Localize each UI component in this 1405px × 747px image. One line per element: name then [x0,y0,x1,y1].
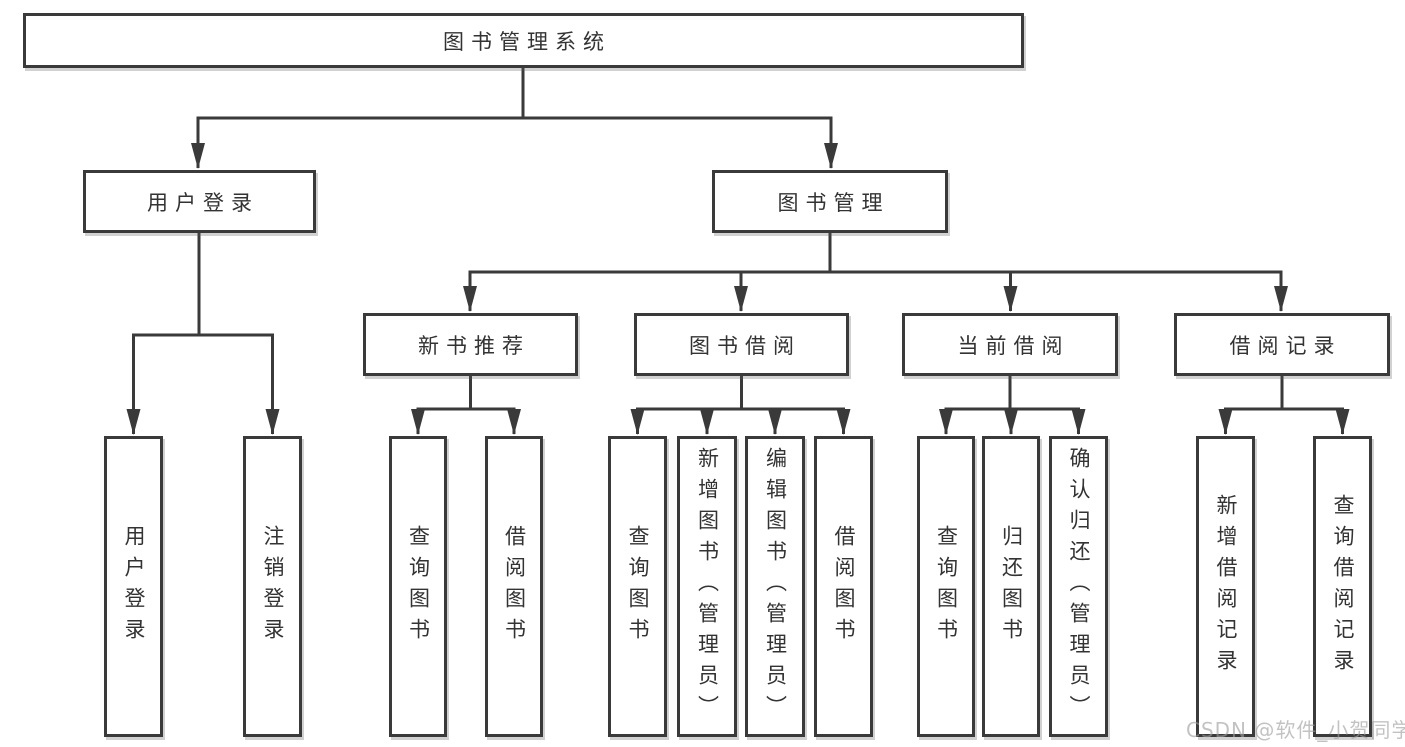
node-leaf-user-login: 用户登录 [104,436,163,737]
connector-arrows [126,130,1350,435]
connector-newbookrec-branch [416,376,516,414]
node-leaf-query-books-borrowing: 查询图书 [608,436,667,737]
node-label: 借阅图书 [832,524,856,649]
node-label: 当前借阅 [957,333,1070,358]
node-label: 借阅记录 [1229,333,1342,358]
node-leaf-query-books-recommend: 查询图书 [389,436,447,737]
node-leaf-return-books: 归还图书 [982,436,1040,737]
node-leaf-confirm-return-admin: 确认归还（管理员） [1049,436,1108,737]
node-label: 图书借阅 [689,333,801,358]
node-root-library-system: 图书管理系统 [23,13,1024,68]
connector-root-to-level2 [196,68,833,138]
node-label: 图书管理 [777,190,890,215]
node-label: 图书管理系统 [443,29,611,54]
node-label: 新增借阅记录 [1214,493,1238,680]
node-book-borrowing: 图书借阅 [634,313,849,376]
node-label: 新书推荐 [418,333,530,358]
node-leaf-borrow-books: 借阅图书 [814,436,873,737]
node-label: 借阅图书 [502,524,527,649]
node-leaf-add-borrow-record: 新增借阅记录 [1196,436,1255,737]
csdn-watermark: CSDN @软件_小贺同学 [1186,718,1405,742]
node-leaf-borrow-books-recommend: 借阅图书 [485,436,543,737]
node-current-borrowing: 当前借阅 [902,313,1118,376]
node-leaf-add-books-admin: 新增图书（管理员） [677,436,737,737]
node-label: 查询借阅记录 [1331,493,1355,680]
node-new-book-recommend: 新书推荐 [363,313,578,376]
node-book-management: 图书管理 [712,170,948,233]
node-label: 查询图书 [934,524,959,649]
node-label: 归还图书 [999,524,1024,649]
connector-borrowrecords-branch [1224,376,1344,414]
node-user-login: 用户登录 [83,170,316,233]
node-label: 编辑图书（管理员） [763,447,788,726]
connector-bookmgmt-branch [468,233,1283,284]
node-label: 查询图书 [626,524,650,649]
node-leaf-query-borrow-record: 查询借阅记录 [1313,436,1372,737]
node-label: 查询图书 [406,524,431,649]
node-label: 用户登录 [147,190,259,215]
node-borrowing-records: 借阅记录 [1174,313,1390,376]
node-label: 注销登录 [261,524,285,649]
node-leaf-logout: 注销登录 [243,436,302,737]
node-label: 新增图书（管理员） [695,447,720,726]
connector-bookborrow-branch [636,376,845,414]
connector-userlogin-branch [132,233,274,405]
connector-currentborrow-branch [944,376,1080,414]
node-leaf-query-books-current: 查询图书 [917,436,975,737]
node-label: 确认归还（管理员） [1067,447,1091,726]
node-label: 用户登录 [122,524,146,649]
node-leaf-edit-books-admin: 编辑图书（管理员） [745,436,805,737]
